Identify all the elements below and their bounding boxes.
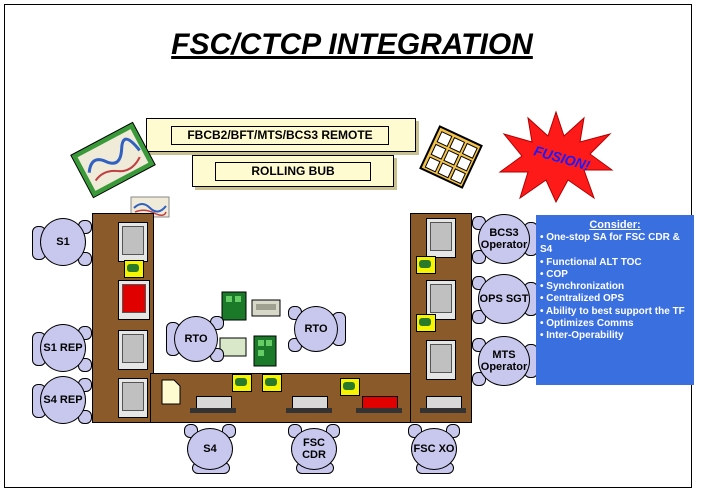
- monitor-right-3: [426, 340, 456, 380]
- consider-item: • Inter-Operability: [540, 330, 624, 342]
- consider-item: • One-stop SA for FSC CDR & S4: [540, 232, 680, 256]
- monitor-left-2: [118, 330, 148, 370]
- phone-left: [124, 260, 144, 278]
- laptop-4: [420, 396, 466, 414]
- person-ops-sgt: OPS SGT: [470, 272, 538, 326]
- person-s1-rep-label: S1 REP: [40, 324, 86, 372]
- person-s1-label: S1: [40, 218, 86, 266]
- consider-item: • Ability to best support the TF: [540, 305, 685, 317]
- consider-item: • Centralized OPS: [540, 293, 625, 305]
- person-bcs3: BCS3 Operator: [470, 212, 538, 266]
- map-image-small: [130, 196, 170, 218]
- person-s4-label: S4: [187, 428, 233, 470]
- phone-bottom-2: [262, 374, 282, 392]
- monitor-right-2: [426, 280, 456, 320]
- laptop-1: [190, 396, 236, 414]
- person-ops-sgt-label: OPS SGT: [478, 274, 530, 324]
- phone-bottom-1: [232, 374, 252, 392]
- person-fsc-xo-label: FSC XO: [411, 428, 457, 470]
- person-fsc-cdr: FSC CDR: [286, 424, 342, 474]
- person-bcs3-label: BCS3 Operator: [478, 214, 530, 264]
- consider-item: • Synchronization: [540, 281, 625, 293]
- person-rto-left: RTO: [166, 314, 228, 364]
- monitor-left-3: [118, 378, 148, 418]
- phone-bottom-3: [340, 378, 360, 396]
- person-s4-rep: S4 REP: [32, 374, 98, 426]
- grid-sticky-icon: [419, 125, 483, 189]
- person-s4: S4: [182, 424, 238, 474]
- person-s4-rep-label: S4 REP: [40, 376, 86, 424]
- consider-item: • Functional ALT TOC: [540, 256, 642, 268]
- bub-label: ROLLING BUB: [215, 162, 371, 181]
- consider-item: • COP: [540, 268, 568, 280]
- person-rto-left-label: RTO: [174, 316, 218, 362]
- person-mts-label: MTS Operator: [478, 336, 530, 386]
- person-rto-right: RTO: [286, 304, 348, 354]
- consider-heading: Consider:: [589, 219, 641, 231]
- radio-equipment-icon: [219, 291, 281, 367]
- phone-right-1: [416, 256, 436, 274]
- fusion-burst-icon: [498, 110, 614, 204]
- laptop-red: [356, 396, 402, 414]
- person-mts: MTS Operator: [470, 334, 538, 388]
- monitor-left-1: [118, 222, 148, 262]
- monitor-right-1: [426, 218, 456, 258]
- consider-item: • Optimizes Comms: [540, 318, 634, 330]
- person-fsc-cdr-label: FSC CDR: [291, 428, 337, 470]
- person-s1-rep: S1 REP: [32, 322, 98, 374]
- laptop-2: [286, 396, 332, 414]
- remote-label-box: FBCB2/BFT/MTS/BCS3 REMOTE: [146, 118, 416, 152]
- person-s1: S1: [32, 216, 98, 268]
- person-fsc-xo: FSC XO: [406, 424, 462, 474]
- bub-label-box: ROLLING BUB: [192, 155, 394, 187]
- person-rto-right-label: RTO: [294, 306, 338, 352]
- consider-panel: Consider: • One-stop SA for FSC CDR & S4…: [536, 215, 694, 385]
- map-image-left: [70, 121, 156, 199]
- phone-right-2: [416, 314, 436, 332]
- remote-label: FBCB2/BFT/MTS/BCS3 REMOTE: [171, 126, 389, 145]
- slide-title: FSC/CTCP INTEGRATION: [171, 28, 533, 61]
- monitor-left-red: [118, 280, 150, 320]
- document-icon: [161, 379, 181, 405]
